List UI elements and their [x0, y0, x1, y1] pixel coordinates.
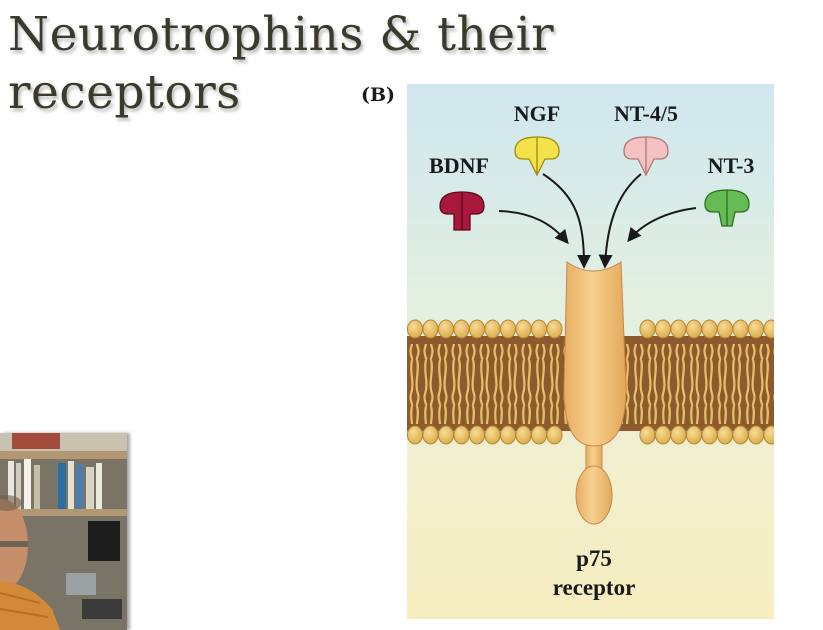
membrane-head: [732, 425, 749, 445]
membrane-head: [747, 425, 765, 445]
membrane-head: [732, 319, 749, 339]
membrane-head: [546, 425, 563, 445]
membrane-head: [654, 425, 672, 445]
membrane-head: [468, 425, 486, 445]
receptor-label-line2: receptor: [553, 575, 636, 600]
neurotrophin-receptor-figure: NGF NT-4/5 BDNF NT-3 p75 receptor: [407, 84, 774, 619]
membrane-top-heads: [407, 319, 774, 339]
membrane-head: [747, 319, 765, 339]
membrane-head: [499, 425, 517, 445]
membrane-head: [685, 319, 703, 339]
membrane-head: [701, 425, 718, 445]
membrane-head: [763, 319, 774, 339]
membrane-head: [468, 319, 486, 339]
slide-title-line1: Neurotrophins & their: [8, 7, 555, 62]
membrane-head: [654, 319, 672, 339]
label-ngf: NGF: [514, 101, 560, 126]
membrane-head: [422, 425, 439, 445]
membrane-head: [437, 425, 455, 445]
ligand-nt3: [704, 189, 750, 227]
label-nt45: NT-4/5: [614, 101, 678, 126]
membrane-head: [685, 425, 703, 445]
label-bdnf: BDNF: [429, 153, 489, 178]
membrane-head: [546, 319, 563, 339]
membrane-head: [484, 319, 501, 339]
membrane-head: [670, 425, 687, 445]
membrane-head: [499, 319, 517, 339]
binding-arrows: [498, 173, 697, 269]
presenter-video-icon: [0, 433, 127, 630]
membrane-head: [437, 319, 455, 339]
membrane-head: [639, 319, 656, 339]
membrane-head: [639, 425, 656, 445]
label-nt3: NT-3: [708, 153, 755, 178]
membrane-head: [763, 425, 774, 445]
arrow-nt45: [598, 173, 642, 269]
slide-title: Neurotrophins & their receptors: [8, 6, 554, 122]
membrane-head: [484, 425, 501, 445]
membrane-head: [407, 319, 424, 339]
membrane-head: [407, 425, 424, 445]
panel-label: (B): [361, 84, 396, 106]
ligand-nt45: [623, 136, 669, 177]
membrane-head: [716, 319, 734, 339]
membrane-head: [530, 425, 548, 445]
figure-svg: NGF NT-4/5 BDNF NT-3 p75 receptor: [407, 101, 774, 600]
p75-receptor: [563, 261, 627, 525]
arrow-ngf: [542, 173, 591, 269]
membrane-head: [716, 425, 734, 445]
membrane-head: [515, 425, 532, 445]
ligand-ngf: [514, 136, 560, 177]
ligand-bdnf: [439, 191, 485, 231]
presenter-video-thumbnail: [0, 433, 127, 630]
arrow-nt3: [627, 207, 697, 243]
membrane-head: [530, 319, 548, 339]
slide-title-line2: receptors: [8, 65, 241, 120]
membrane-head: [422, 319, 439, 339]
membrane-head: [701, 319, 718, 339]
membrane-head: [453, 319, 470, 339]
membrane-head: [670, 319, 687, 339]
membrane-bottom-heads: [407, 425, 774, 445]
membrane-head: [453, 425, 470, 445]
receptor-label-line1: p75: [576, 546, 612, 571]
membrane-head: [515, 319, 532, 339]
arrow-bdnf: [498, 210, 569, 245]
